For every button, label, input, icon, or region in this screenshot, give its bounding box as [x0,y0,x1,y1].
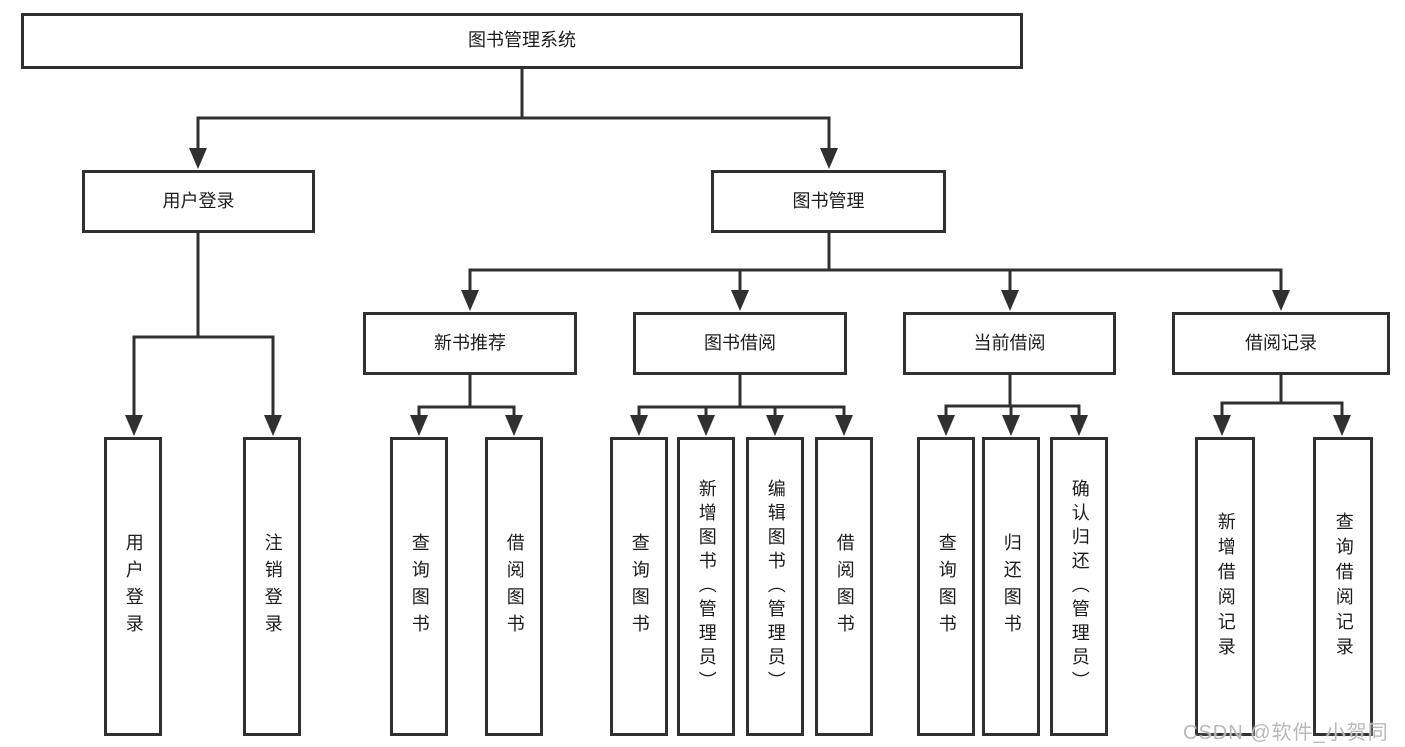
arrowhead [937,415,955,436]
connector-book-mgmt [468,233,1283,291]
arrowhead [410,415,428,436]
connector-user-login [132,233,275,416]
csdn-watermark: CSDN @软件_小贺同学 [1183,722,1389,744]
leaf-edit-book-admin: 编辑图书（管理员） [746,437,804,736]
node-borrow-records: 借阅记录 [1172,312,1390,375]
arrowhead [1333,415,1351,436]
arrowhead [1001,290,1019,311]
leaf-confirm-return-admin: 确认归还（管理员） [1050,437,1108,736]
connector-records [1220,375,1344,416]
arrowhead [264,415,282,436]
leaf-query-borrow-record: 查询借阅记录 [1313,437,1373,736]
arrowhead [189,148,207,169]
arrowhead [835,415,853,436]
leaf-return-book: 归还图书 [982,437,1040,736]
arrowhead [505,415,523,436]
connector-root [196,69,831,149]
arrowhead [1272,290,1290,311]
arrowhead [1002,415,1020,436]
node-library-system: 图书管理系统 [21,13,1023,69]
arrowhead [766,415,784,436]
connector-borrow [637,375,846,416]
arrowhead [1213,415,1231,436]
leaf-query-book-recommend: 查询图书 [390,437,448,736]
leaf-query-book-borrow: 查询图书 [610,437,668,736]
node-user-login: 用户登录 [82,170,315,233]
arrowhead [461,290,479,311]
node-current-borrow: 当前借阅 [903,312,1116,375]
arrowhead [731,290,749,311]
leaf-user-login: 用户登录 [104,437,162,736]
leaf-borrow-book-recommend: 借阅图书 [485,437,543,736]
leaf-add-borrow-record: 新增借阅记录 [1195,437,1255,736]
arrowhead [820,148,838,169]
leaf-logout: 注销登录 [243,437,301,736]
arrowhead [630,415,648,436]
arrowhead [1070,415,1088,436]
node-book-management: 图书管理 [711,170,946,233]
leaf-query-book-current: 查询图书 [917,437,975,736]
arrowhead [697,415,715,436]
connector-recommend [417,375,516,416]
node-new-book-recommend: 新书推荐 [363,312,577,375]
arrowhead [125,415,143,436]
leaf-borrow-book: 借阅图书 [815,437,873,736]
node-book-borrow: 图书借阅 [633,312,847,375]
leaf-add-book-admin: 新增图书（管理员） [677,437,735,736]
connector-current [944,375,1081,416]
